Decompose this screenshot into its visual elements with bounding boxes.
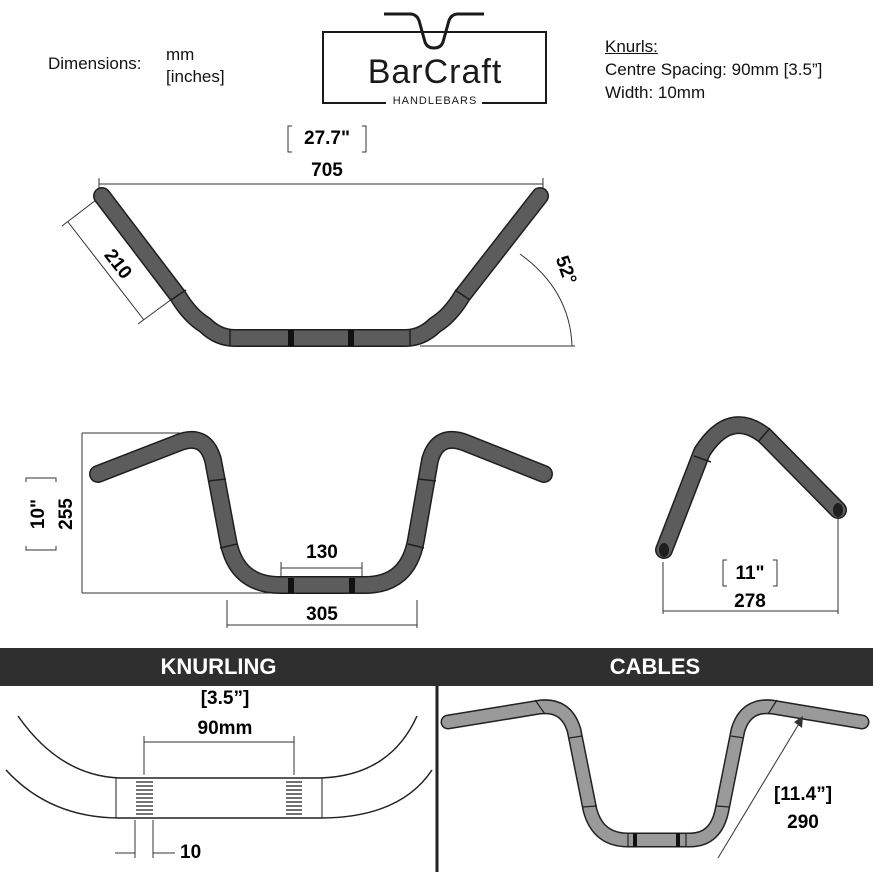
side-view xyxy=(655,416,847,614)
rear-base-mm: 305 xyxy=(306,604,338,625)
knurl-spacing-mm: 90mm xyxy=(198,718,253,739)
side-pullback-mm: 278 xyxy=(734,591,766,612)
side-pullback-in: 11" xyxy=(735,563,764,584)
dimensions-label: Dimensions: xyxy=(48,54,142,73)
logo-subtitle: HANDLEBARS xyxy=(392,95,478,107)
brand-logo: BarCraft HANDLEBARS xyxy=(322,4,548,107)
cables-detail xyxy=(440,699,870,859)
cables-length-mm: 290 xyxy=(787,812,819,833)
logo-name: BarCraft xyxy=(367,53,503,91)
unit-inches: [inches] xyxy=(166,67,225,86)
rear-height-in: 10" xyxy=(28,499,49,529)
cables-length-in: [11.4”] xyxy=(774,784,832,805)
knurl-spacing-in: [3.5”] xyxy=(201,688,250,709)
cables-section-header: CABLES xyxy=(437,648,873,686)
front-rise-mm: 210 xyxy=(100,245,136,283)
rear-height-mm: 255 xyxy=(56,498,77,530)
rear-center-mm: 130 xyxy=(306,542,338,563)
knurling-section-header: KNURLING xyxy=(0,648,437,686)
knurling-detail xyxy=(5,715,433,858)
knurls-heading: Knurls: xyxy=(605,37,658,56)
front-width-mm: 705 xyxy=(311,160,343,181)
front-view xyxy=(61,178,575,347)
unit-mm: mm xyxy=(166,45,195,64)
rear-view xyxy=(81,430,553,628)
knurls-spacing: Centre Spacing: 90mm [3.5”] xyxy=(605,60,823,79)
logo-handlebar-icon xyxy=(322,12,547,106)
knurl-width-mm: 10 xyxy=(180,842,201,863)
knurls-width: Width: 10mm xyxy=(605,83,706,102)
front-angle: 52° xyxy=(551,253,581,287)
front-width-in: 27.7" xyxy=(304,128,350,149)
